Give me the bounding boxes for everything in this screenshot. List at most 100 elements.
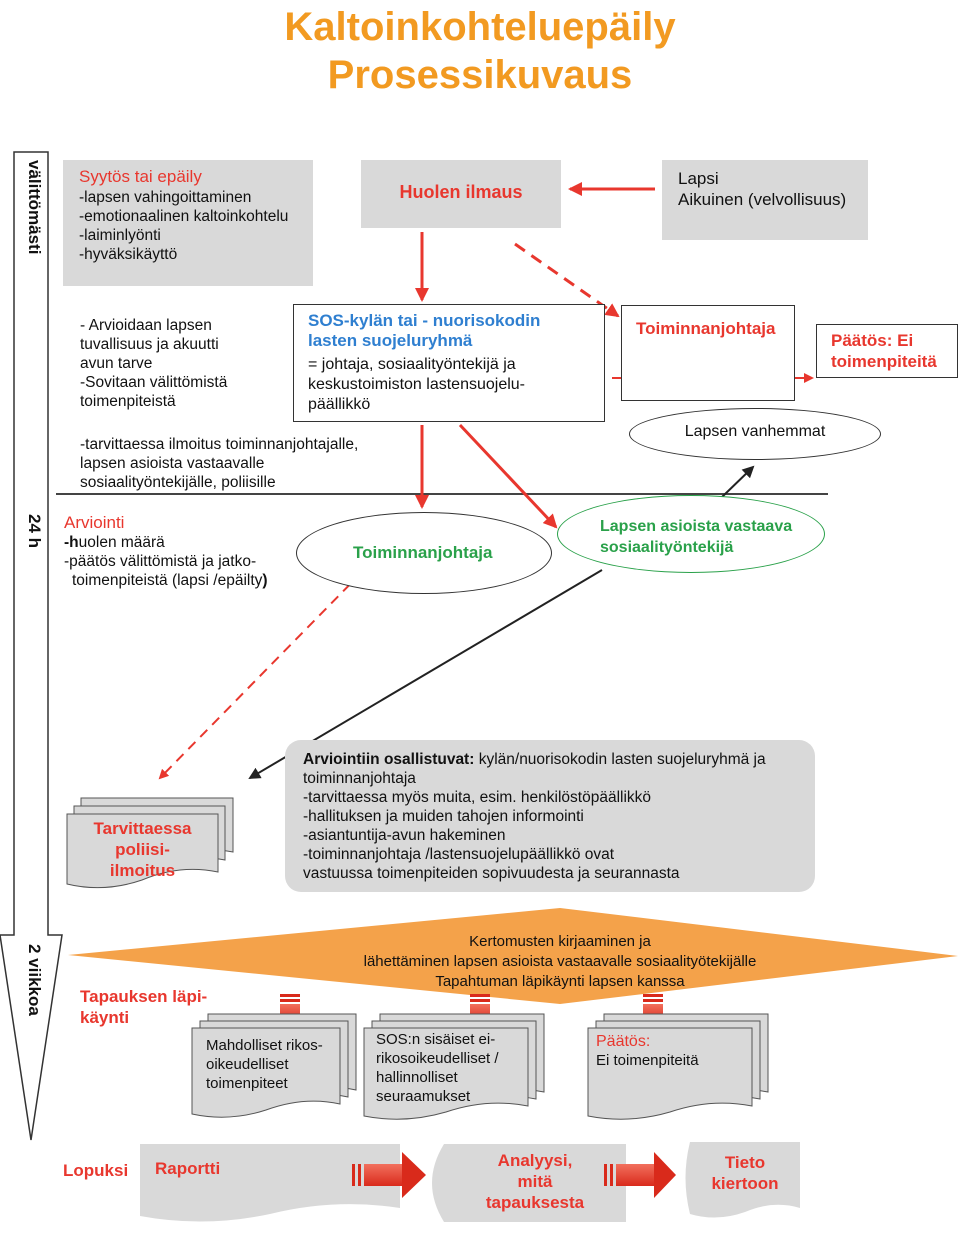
police-report-stack [66, 797, 234, 889]
participants-line: toiminnanjohtaja [303, 770, 416, 787]
analysis-text: Analyysi, mitä tapauksesta [444, 1150, 626, 1213]
outcome-decision-stack [587, 1013, 769, 1120]
reporter-line-1: Lapsi [678, 169, 719, 188]
analysis-line-1: Analyysi, [497, 1151, 573, 1170]
notify-note-line: -tarvittaessa ilmoitus toiminnanjohtajal… [80, 436, 359, 453]
outcome-internal-line-2: rikosoikeudelliset / [376, 1050, 499, 1067]
title-line-2: Prosessikuvaus [327, 53, 633, 97]
decision-none-line-1: Päätös: Ei [831, 331, 914, 350]
outcome-criminal-line-3: toimenpiteet [206, 1075, 288, 1092]
social-worker-line-1: Lapsen asioista vastaava [600, 518, 793, 535]
suspicion-item-1: -lapsen vahingoittaminen [79, 189, 252, 206]
diamond-line-3: Tapahtuman läpikäynti lapsen kanssa [435, 973, 685, 990]
knowledge-line-1: Tieto [724, 1153, 766, 1172]
director-ellipse: Toiminnanjohtaja [296, 512, 552, 594]
timeline-arrow [0, 151, 63, 1141]
outcome-criminal-line-1: Mahdolliset rikos- [206, 1037, 323, 1054]
outcome-decision-line-1: Päätös: [596, 1033, 651, 1050]
participants-line: -toiminnanjohtaja /lastensuojelupäällikk… [303, 846, 615, 863]
knowledge-line-2: kiertoon [711, 1174, 779, 1193]
social-worker-line-2: sosiaalityöntekijä [600, 539, 734, 556]
director-box: Toiminnanjohtaja [621, 305, 795, 401]
case-review-line-2: käynti [80, 1008, 130, 1027]
sos-group-title-1: SOS-kylän tai - nuorisokodin [308, 311, 541, 330]
knowledge-text: Tieto kiertoon [690, 1152, 800, 1194]
participants-line: -asiantuntija-avun hakeminen [303, 827, 506, 844]
suspicion-item-2: -emotionaalinen kaltoinkohtelu [79, 208, 289, 225]
timeline-label-immediately: välittömästi [25, 160, 44, 255]
participants-line: -hallituksen ja muiden tahojen informoin… [303, 808, 584, 825]
outcome-internal-line-1: SOS:n sisäiset ei- [376, 1031, 496, 1048]
concern-report-box: Huolen ilmaus [361, 160, 561, 228]
evaluation-heading: Arviointi [64, 513, 125, 532]
report-label: Raportti [155, 1159, 221, 1178]
finally-label: Lopuksi [63, 1161, 129, 1180]
reporter-box: Lapsi Aikuinen (velvollisuus) [662, 160, 868, 240]
concern-report-label: Huolen ilmaus [399, 182, 523, 202]
assessment-note-line: toimenpiteistä [80, 393, 176, 410]
assessment-note-line: - Arvioidaan lapsen [80, 317, 212, 334]
outcome-internal-text: SOS:n sisäiset ei- rikosoikeudelliset / … [376, 1030, 499, 1106]
title-line-1: Kaltoinkohteluepäily [284, 5, 676, 49]
analysis-line-2: mitä [517, 1172, 553, 1191]
outcome-decision-line-2: Ei toimenpiteitä [596, 1052, 699, 1069]
police-report-line-1: Tarvittaessa [93, 819, 192, 838]
participants-line: -tarvittaessa myös muita, esim. henkilös… [303, 789, 652, 806]
evaluation-line-2: -päätös välittömistä ja jatko- [64, 553, 257, 570]
evaluation-line-1: uolen määrä [78, 534, 165, 551]
evaluation-line-1-bold: -h [64, 534, 79, 551]
decision-none-line-2: toimenpiteitä [831, 352, 937, 371]
police-report-line-3: ilmoitus [109, 861, 176, 880]
notify-note-line: sosiaalityöntekijälle, poliisille [80, 474, 276, 491]
outcome-criminal-stack [191, 1013, 357, 1118]
sos-group-body-2: keskustoimiston lastensuojelu- [308, 376, 525, 393]
outcome-internal-stack [363, 1013, 545, 1120]
sos-group-box: SOS-kylän tai - nuorisokodin lasten suoj… [293, 304, 605, 422]
assessment-note-line: avun tarve [80, 355, 153, 372]
assessment-notes: - Arvioidaan lapsen tuvallisuus ja akuut… [80, 316, 227, 411]
reporter-line-2: Aikuinen (velvollisuus) [678, 190, 847, 209]
decision-none-box: Päätös: Ei toimenpiteitä [816, 324, 958, 378]
case-review-line-1: Tapauksen läpi- [80, 987, 208, 1006]
block-arrow-right-1 [352, 1152, 426, 1198]
outcome-criminal-text: Mahdolliset rikos- oikeudelliset toimenp… [206, 1036, 323, 1093]
notify-note-line: lapsen asioista vastaavalle [80, 455, 265, 472]
knowledge-shape [685, 1142, 800, 1218]
suspicion-item-4: -hyväksikäyttö [79, 246, 178, 263]
parents-ellipse: Lapsen vanhemmat [629, 408, 881, 460]
evaluation-block: Arviointi -huolen määrä -päätös välittöm… [64, 512, 268, 590]
participants-line: vastuussa toimenpiteiden sopivuudesta ja… [303, 865, 680, 882]
case-review: Tapauksen läpi- käynti [80, 986, 207, 1028]
suspicion-heading: Syytös tai epäily [79, 167, 202, 186]
suspicion-box: Syytös tai epäily -lapsen vahingoittamin… [63, 160, 313, 286]
outcome-decision-text: Päätös: Ei toimenpiteitä [596, 1032, 699, 1070]
notify-notes: -tarvittaessa ilmoitus toiminnanjohtajal… [80, 435, 358, 492]
sos-group-body-3: päällikkö [308, 396, 371, 413]
block-arrow-right-2 [604, 1152, 676, 1198]
diamond-text: Kertomusten kirjaaminen ja lähettäminen … [240, 932, 880, 992]
director-box-label: Toiminnanjohtaja [636, 319, 776, 338]
evaluation-line-3: toimenpiteistä (lapsi /epäilty [72, 572, 263, 589]
assessment-note-line: -Sovitaan välittömistä [80, 374, 228, 391]
arrow-socialworker-to-parents [721, 465, 755, 498]
analysis-line-3: tapauksesta [485, 1193, 585, 1212]
records-diamond [68, 908, 958, 1004]
outcome-internal-line-4: seuraamukset [376, 1088, 471, 1105]
police-report-line-2: poliisi- [115, 840, 170, 859]
analysis-shape [432, 1144, 626, 1222]
police-report-text: Tarvittaessa poliisi- ilmoitus [67, 818, 218, 881]
outcome-internal-line-3: hallinnolliset [376, 1069, 458, 1086]
diamond-line-1: Kertomusten kirjaaminen ja [469, 933, 651, 950]
participants-heading-rest: kylän/nuorisokodin lasten suojeluryhmä j… [474, 751, 766, 768]
sos-group-body-1: = johtaja, sosiaalityöntekijä ja [308, 356, 516, 373]
arrow-sos-to-socialworker [458, 423, 558, 529]
assessment-note-line: tuvallisuus ja akuutti [80, 336, 219, 353]
evaluation-line-3-end: ) [262, 572, 268, 589]
participants-box: Arviointiin osallistuvat: kylän/nuorisok… [285, 740, 815, 892]
arrow-to-police-dashed [158, 571, 363, 780]
outcome-criminal-line-2: oikeudelliset [206, 1056, 289, 1073]
timeline-label-24h: 24 h [25, 514, 44, 549]
director-ellipse-label: Toiminnanjohtaja [353, 543, 493, 562]
diamond-line-2: lähettäminen lapsen asioista vastaavalle… [363, 953, 757, 970]
